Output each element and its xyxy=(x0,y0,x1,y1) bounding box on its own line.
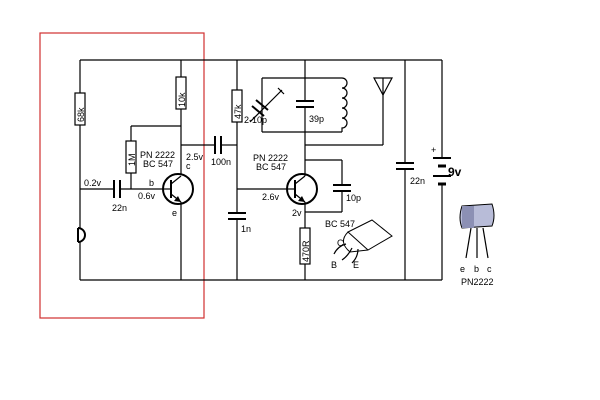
highlight-box xyxy=(39,32,205,319)
resistor-10k: 10k xyxy=(175,60,187,174)
label-q1-type-a: PN 2222 xyxy=(140,150,175,160)
label-22n-input: 22n xyxy=(112,203,127,213)
transistor-q2 xyxy=(286,173,318,228)
label-pkg-bc547-c: C xyxy=(337,238,344,248)
label-pkg-pn-name: PN2222 xyxy=(461,277,494,287)
label-q2-type-a: PN 2222 xyxy=(253,153,288,163)
capacitor-1n: 1n xyxy=(228,212,251,280)
capacitor-22n-supply: 22n xyxy=(396,60,425,280)
label-pkg-pn-b: b xyxy=(474,264,479,274)
label-1m: 1M xyxy=(127,153,137,166)
label-pkg-bc547: BC 547 xyxy=(325,219,355,229)
label-trimmer: 2-10p xyxy=(244,115,267,125)
capacitor-39p: 39p xyxy=(296,78,324,132)
label-q1-type-b: BC 547 xyxy=(143,159,173,169)
trimmer-capacitor: 2-10p xyxy=(244,78,285,132)
label-battery-voltage: 9v xyxy=(448,165,462,179)
microphone-icon xyxy=(77,227,86,280)
label-100n: 100n xyxy=(211,157,231,167)
capacitor-10p: 10p xyxy=(305,159,361,213)
antenna-icon xyxy=(305,77,393,146)
inductor-coil-icon xyxy=(341,77,348,132)
label-pin-b-q1: b xyxy=(149,178,154,188)
label-v-q2-emitter: 2v xyxy=(292,208,302,218)
label-470r: 470R xyxy=(301,240,311,262)
label-v-base-in: 0.2v xyxy=(84,178,102,188)
label-pin-c-q1: c xyxy=(186,161,191,171)
label-22n-supply: 22n xyxy=(410,176,425,186)
capacitor-100n: 100n xyxy=(181,136,237,167)
label-10p: 10p xyxy=(346,193,361,203)
capacitor-22n-input: 22n xyxy=(112,180,162,213)
label-pkg-bc547-b: B xyxy=(331,260,337,270)
resistor-1m: 1M xyxy=(125,125,181,189)
label-10k: 10k xyxy=(177,92,187,107)
transistor-package-icon: BC 547 C B E xyxy=(325,219,393,270)
transistor-q1 xyxy=(162,173,194,280)
label-pkg-bc547-e: E xyxy=(353,260,359,270)
label-pin-e-q1: e xyxy=(172,208,177,218)
battery-icon: + 9v xyxy=(431,60,462,280)
label-v-q1-base: 0.6v xyxy=(138,191,156,201)
label-68k: 68k xyxy=(76,107,86,122)
label-pkg-pn-e: e xyxy=(460,264,465,274)
resistor-47k: 47k xyxy=(231,60,243,212)
label-battery-plus: + xyxy=(431,145,436,155)
label-1n: 1n xyxy=(241,224,251,234)
resistor-68k: 68k xyxy=(74,60,86,228)
pn2222-package-icon: e b c PN2222 xyxy=(459,203,495,287)
label-pkg-pn-c: c xyxy=(487,264,492,274)
label-v-q2-base: 2.6v xyxy=(262,192,280,202)
label-q2-type-b: BC 547 xyxy=(256,162,286,172)
label-39p: 39p xyxy=(309,114,324,124)
label-47k: 47k xyxy=(233,104,243,119)
resistor-470r: 470R xyxy=(299,227,311,280)
label-v-q1-collector: 2.5v xyxy=(186,152,204,162)
